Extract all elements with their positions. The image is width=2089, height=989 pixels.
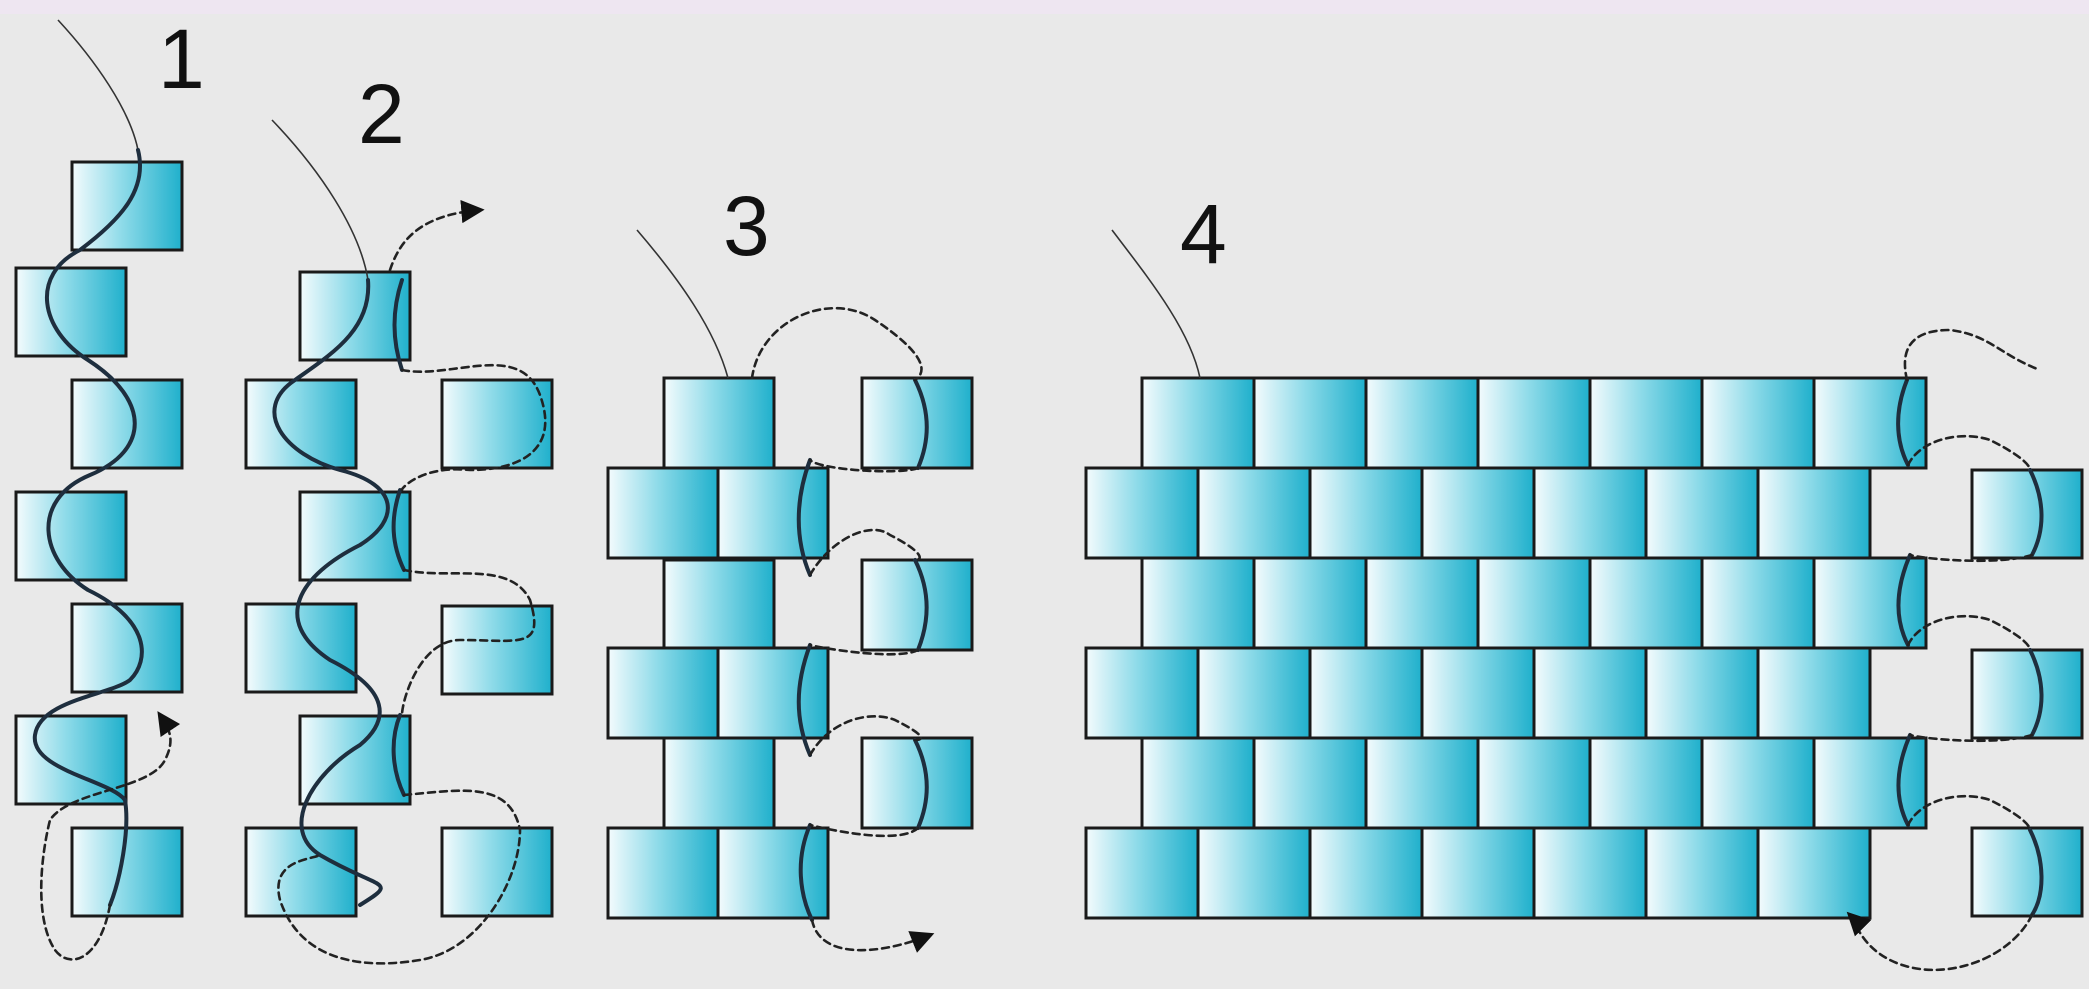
step-4-bead xyxy=(1142,378,1254,468)
step-4-bead xyxy=(1590,378,1702,468)
step-2-thread-exit xyxy=(390,210,480,270)
step-4-bead xyxy=(1646,828,1758,918)
step-4-bead xyxy=(1702,378,1814,468)
step-4-bead xyxy=(1478,738,1590,828)
step-4-bead xyxy=(1422,828,1534,918)
step-3-bead xyxy=(608,468,718,558)
step-1-label: 1 xyxy=(158,12,205,106)
step-4-label: 4 xyxy=(1180,187,1227,281)
step-3-label: 3 xyxy=(723,179,770,273)
step-3-bead xyxy=(718,468,828,558)
step-1-beads xyxy=(16,162,182,916)
step-4-bead xyxy=(1702,738,1814,828)
step-4-bead xyxy=(1254,738,1366,828)
step-3-bead xyxy=(664,378,774,468)
step-4-bead xyxy=(1590,558,1702,648)
step-4-bead xyxy=(1086,468,1198,558)
step-4-bead xyxy=(1366,738,1478,828)
step-4-bead xyxy=(1814,558,1926,648)
step-4-bead xyxy=(1366,558,1478,648)
step-3-bead xyxy=(862,560,972,650)
step-4-new-bead xyxy=(1972,470,2082,558)
step-4-bead xyxy=(1086,648,1198,738)
step-1-bead xyxy=(72,380,182,468)
step-3-bead xyxy=(718,648,828,738)
step-4-bead xyxy=(1758,648,1870,738)
step-4-bead xyxy=(1590,738,1702,828)
step-2-bead xyxy=(246,604,356,692)
step-1-bead xyxy=(16,268,126,356)
step-3-bead xyxy=(862,738,972,828)
step-3-bead xyxy=(862,378,972,468)
step-4-bead xyxy=(1422,468,1534,558)
step-1-bead xyxy=(72,828,182,916)
step-4-bead xyxy=(1310,648,1422,738)
step-4-bead xyxy=(1758,828,1870,918)
step-2-label: 2 xyxy=(358,67,405,161)
step-2-bead xyxy=(246,380,356,468)
step-2-thread-path xyxy=(274,280,387,905)
step-2-thread-lead xyxy=(272,120,368,280)
step-4-bead xyxy=(1646,648,1758,738)
step-4-bead xyxy=(1702,558,1814,648)
step-3-bead xyxy=(608,828,718,918)
step-4-bead xyxy=(1478,378,1590,468)
step-3-thread-exit xyxy=(812,920,930,950)
step-4-bead xyxy=(1814,738,1926,828)
step-2-bead xyxy=(246,828,356,916)
step-4-new-bead xyxy=(1972,650,2082,738)
step-4-bead xyxy=(1646,468,1758,558)
step-3-bead xyxy=(664,560,774,650)
step-4-bead xyxy=(1310,468,1422,558)
step-4-bead xyxy=(1310,828,1422,918)
step-4-bead xyxy=(1142,558,1254,648)
step-2-bead xyxy=(442,828,552,916)
step-3-bead xyxy=(608,648,718,738)
step-4-bead xyxy=(1534,468,1646,558)
step-1-thread-lead xyxy=(58,20,138,150)
step-4-bead xyxy=(1198,468,1310,558)
step-4-bead xyxy=(1422,648,1534,738)
step-4-bead xyxy=(1142,738,1254,828)
step-4-bead xyxy=(1198,648,1310,738)
step-4-bead xyxy=(1198,828,1310,918)
step-3-bead xyxy=(664,738,774,828)
step-2-bead xyxy=(442,606,552,694)
step-4-bead xyxy=(1086,828,1198,918)
step-4-beads xyxy=(1086,378,2082,918)
step-4-bead xyxy=(1366,378,1478,468)
step-1-bead xyxy=(16,492,126,580)
step-4-new-bead xyxy=(1972,828,2082,916)
step-4-bead xyxy=(1254,378,1366,468)
step-2-beads xyxy=(246,272,552,916)
step-3-bead xyxy=(718,828,828,918)
step-4-bead xyxy=(1534,648,1646,738)
step-4-bead xyxy=(1254,558,1366,648)
step-4-bead xyxy=(1814,378,1926,468)
step-4-bead xyxy=(1758,468,1870,558)
step-4-bead xyxy=(1534,828,1646,918)
step-3-thread-lead xyxy=(637,230,728,378)
step-4-bead xyxy=(1478,558,1590,648)
step-2-bead xyxy=(442,380,552,468)
